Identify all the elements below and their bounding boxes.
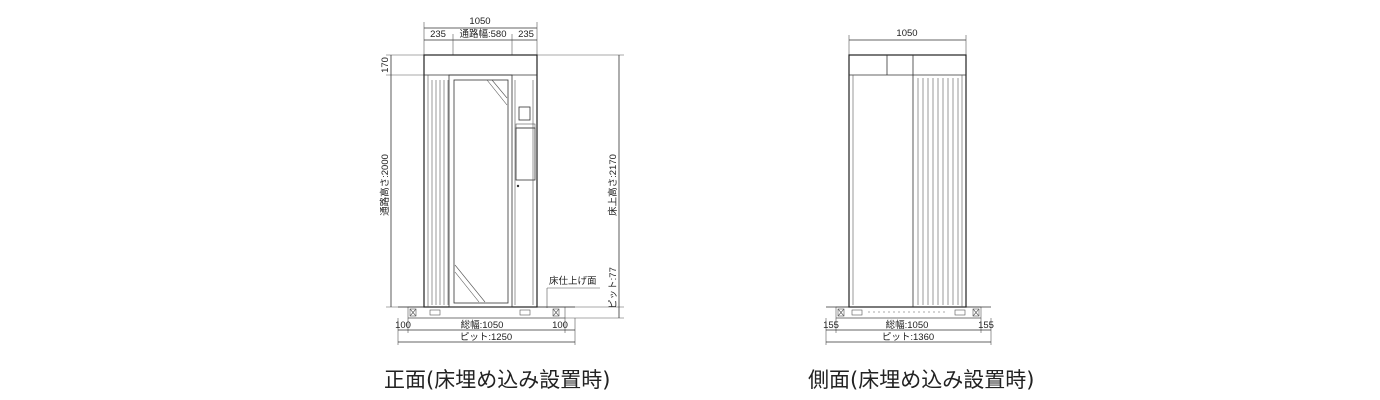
front-passage-width-label: 通路幅:580: [460, 28, 507, 40]
side-width-top-label: 1050: [896, 28, 917, 39]
side-view-caption: 側面(床埋め込み設置時): [808, 368, 1035, 392]
side-margin-right-label: 155: [978, 320, 994, 331]
front-floor-finish-label: 床仕上げ面: [549, 275, 597, 287]
front-top-height-label: 170: [380, 57, 391, 73]
front-total-width-label: 総幅:1050: [461, 319, 504, 331]
side-view: 1050 155: [823, 28, 994, 345]
front-floor-height-label: 床上高さ:2170: [607, 154, 619, 216]
front-side-right-label: 235: [518, 29, 534, 40]
front-width-top-label: 1050: [469, 16, 490, 27]
side-pit-width-label: ピット:1360: [882, 332, 934, 343]
front-margin-left-label: 100: [395, 320, 411, 331]
front-passage-height-label: 通路高さ:2000: [379, 154, 391, 216]
side-margin-left-label: 155: [823, 320, 839, 331]
side-total-width-label: 総幅:1050: [886, 319, 929, 331]
front-pit-width-label: ピット:1250: [460, 332, 512, 343]
front-margin-right-label: 100: [552, 320, 568, 331]
front-pit-depth-label: ピット:77: [608, 267, 619, 309]
front-view-caption: 正面(床埋め込み設置時): [384, 368, 611, 392]
front-side-left-label: 235: [430, 29, 446, 40]
front-view: 1050 235 通路幅:580 235 170 通路高さ:2000 床上高さ:…: [379, 16, 624, 345]
